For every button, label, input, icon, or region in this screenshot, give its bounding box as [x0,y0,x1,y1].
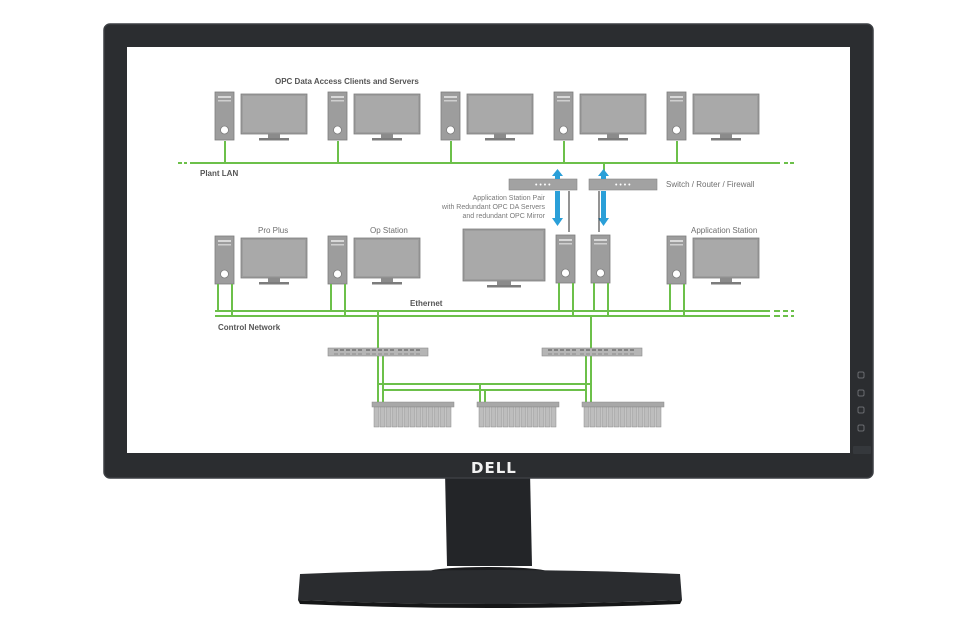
op-station-label: Op Station [370,226,408,235]
app-station-pair-label-2: with Redundant OPC DA Servers [441,204,546,211]
app-station-pair-label-3: and redundant OPC Mirror [463,213,546,220]
opc-client-3 [440,91,534,141]
io-rack-1 [371,401,455,428]
monitor-stand [298,472,682,608]
opc-client-2 [327,91,421,141]
control-network-lines [215,283,794,402]
power-button-icon[interactable] [853,446,871,454]
monitor-button-2[interactable] [857,389,865,397]
monitor-button-3[interactable] [857,406,865,414]
monitor-side-buttons[interactable] [853,371,871,454]
network-diagram: OPC Data Access Clients and Servers [178,77,794,428]
plant-lan-line [178,141,794,178]
network-hub-2 [541,347,643,357]
switch-2 [588,178,658,191]
monitor-button-1[interactable] [857,371,865,379]
network-hub-1 [327,347,429,357]
io-rack-2 [476,401,560,428]
opc-client-4 [553,91,647,141]
plant-lan-label: Plant LAN [200,169,238,178]
data-flow-arrows [552,169,609,226]
pro-plus-station [214,235,308,285]
monitor-button-4[interactable] [857,424,865,432]
op-station [327,235,421,285]
application-station-label: Application Station [691,226,757,235]
io-rack-3 [581,401,665,428]
app-station-pair-label-1: Application Station Pair [473,195,546,202]
ethernet-label: Ethernet [410,299,443,308]
pro-plus-label: Pro Plus [258,226,288,235]
diagram-title: OPC Data Access Clients and Servers [275,77,419,86]
application-station [666,235,760,285]
control-network-label: Control Network [218,323,281,332]
opc-client-5 [666,91,760,141]
dell-logo: DELL [471,459,517,477]
switch-router-firewall-label: Switch / Router / Firewall [666,180,755,189]
opc-client-1 [214,91,308,141]
switch-1 [508,178,578,191]
application-station-pair [462,228,611,288]
